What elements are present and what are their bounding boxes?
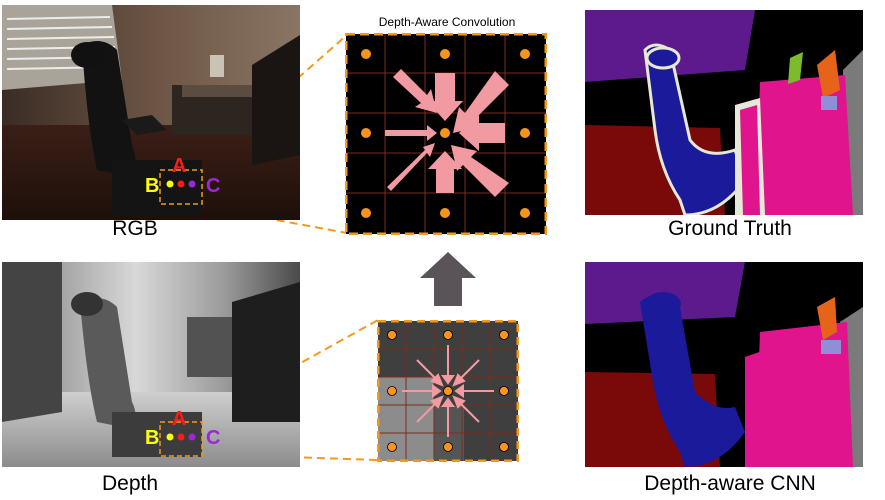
point-label-c: C xyxy=(206,427,220,449)
sample-dot xyxy=(361,208,371,218)
conv-grid xyxy=(377,320,519,462)
sample-dot xyxy=(387,330,397,340)
sample-dot xyxy=(361,128,371,138)
sample-dot xyxy=(499,330,509,340)
arrow-sw xyxy=(387,143,435,191)
sample-dot xyxy=(520,128,530,138)
depth-aware-cnn-image xyxy=(585,262,863,467)
sample-dot xyxy=(387,442,397,452)
sample-dot xyxy=(520,208,530,218)
sample-dot xyxy=(387,386,397,396)
point-c-dot xyxy=(188,180,196,188)
point-b-dot xyxy=(166,433,174,441)
rgb-image: A B C xyxy=(2,5,300,220)
up-arrow xyxy=(420,252,476,306)
point-a-dot xyxy=(177,433,185,441)
caption-rgb: RGB xyxy=(112,217,158,240)
point-a-dot xyxy=(177,180,185,188)
sample-dot xyxy=(440,49,450,59)
depth-aware-conv-grid xyxy=(345,33,547,235)
sample-dot xyxy=(440,208,450,218)
sample-dot xyxy=(499,386,509,396)
sample-dot xyxy=(443,330,453,340)
connector-line xyxy=(199,205,348,234)
point-label-a: A xyxy=(172,408,186,430)
sample-dot xyxy=(520,49,530,59)
sample-dot xyxy=(443,442,453,452)
point-label-b: B xyxy=(145,427,159,449)
caption-depth-cnn: Depth-aware CNN xyxy=(644,472,816,495)
ground-truth-image xyxy=(585,10,863,215)
depth-image: A B C xyxy=(2,262,300,467)
point-b-dot xyxy=(166,180,174,188)
sample-dot xyxy=(499,442,509,452)
caption-ground-truth: Ground Truth xyxy=(668,217,792,240)
sample-dot xyxy=(361,49,371,59)
arrow-w xyxy=(385,125,437,141)
arrow-nw xyxy=(393,69,437,113)
sample-dot xyxy=(440,128,450,138)
sample-dot xyxy=(443,386,453,396)
point-label-b: B xyxy=(145,175,159,197)
arrow-se xyxy=(451,145,509,197)
point-label-a: A xyxy=(172,155,186,177)
depth-aware-convolution-title: Depth-Aware Convolution xyxy=(378,15,516,29)
caption-depth: Depth xyxy=(101,472,159,495)
point-c-dot xyxy=(188,433,196,441)
point-label-c: C xyxy=(206,175,220,197)
arrow-ne xyxy=(453,71,509,133)
arrow-s xyxy=(428,151,462,193)
